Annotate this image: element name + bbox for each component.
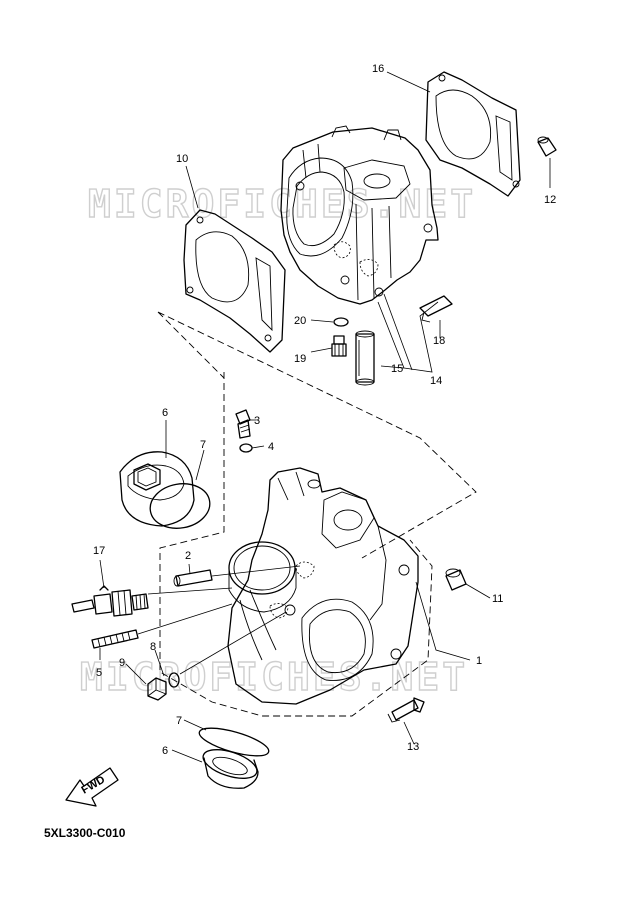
callout-14: 14 [430,375,442,387]
callout-6: 6 [162,407,168,419]
drawing-code: 5XL3300-C010 [44,826,126,840]
callout-5: 5 [96,667,102,679]
callout-6-lower: 6 [162,745,168,757]
callout-12: 12 [544,194,556,206]
fwd-label: FWD [80,774,108,797]
callout-11: 11 [492,593,503,605]
cylinder-liner [228,541,297,613]
bolt-19 [331,335,347,357]
o-ring-7-upper [149,483,211,529]
callout-9: 9 [119,657,125,669]
forward-direction-arrow: FWD [65,767,119,807]
cylinder-body [227,467,419,705]
alignment-dash-lower [159,372,433,717]
watermark-top: MICROFICHES.NET [88,182,476,226]
callout-labels: 1 2 3 4 5 6 7 8 9 10 11 12 13 14 15 16 1… [93,63,556,757]
watermark-bottom: MICROFICHES.NET [80,655,468,699]
spark-plug-17 [71,585,149,617]
callout-16: 16 [372,63,384,75]
nut-9 [147,677,167,701]
leader-lines [99,71,551,763]
callout-8: 8 [150,641,156,653]
dowel-2 [173,569,213,587]
callout-17: 17 [93,545,105,557]
washer-8 [168,672,180,688]
callout-3: 3 [254,415,260,427]
pipe-15 [355,330,375,386]
callout-19: 19 [294,353,306,365]
alignment-dash-upper [157,311,477,559]
callout-15: 15 [391,363,403,375]
washer-20 [333,317,349,327]
bolt-3 [235,409,251,439]
callout-1: 1 [476,655,482,667]
gasket-10 [183,209,286,353]
dowel-pin-12 [537,136,557,157]
callout-18: 18 [433,335,445,347]
filter-cap-6-lower [202,749,259,789]
callout-20: 20 [294,315,306,327]
callout-10: 10 [176,153,188,165]
o-ring-7-lower [198,727,270,757]
callout-2: 2 [185,550,191,562]
callout-7: 7 [200,439,206,451]
callout-7-lower: 7 [176,715,182,727]
callout-13: 13 [407,741,419,753]
cylinder-head [280,125,439,305]
stud-bolt-5 [91,629,139,649]
bolt-13 [387,697,425,723]
filter-cap-6-upper [119,451,195,527]
gasket-16 [425,71,521,197]
callout-4: 4 [268,441,274,453]
washer-4 [239,443,253,453]
dowel-11 [445,568,467,591]
bolt-18 [419,295,453,323]
